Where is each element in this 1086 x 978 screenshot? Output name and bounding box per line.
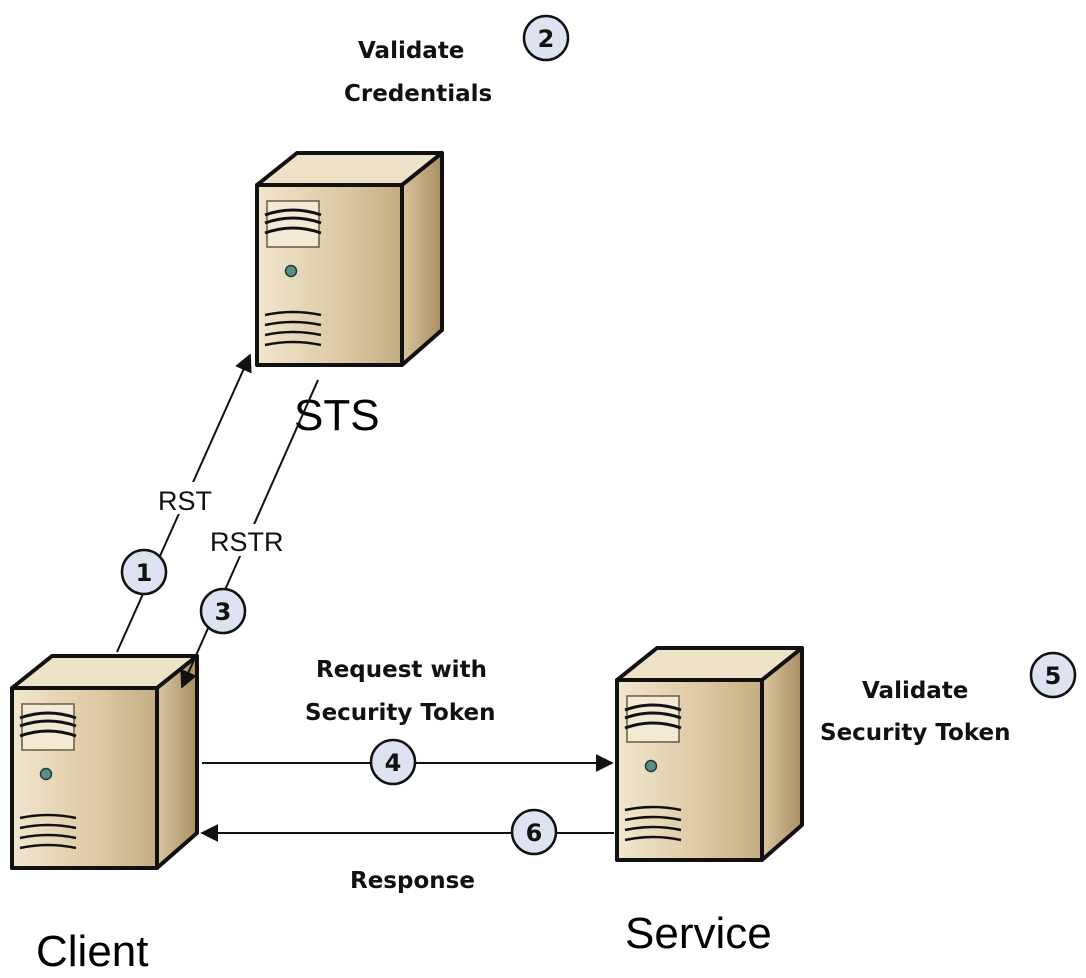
sts-server-icon xyxy=(255,151,444,367)
step-6-badge: 6 xyxy=(510,808,558,856)
step-3-badge: 3 xyxy=(199,587,247,635)
step-5-badge: 5 xyxy=(1029,651,1077,699)
step-6-number: 6 xyxy=(526,819,543,847)
rst-label: RST xyxy=(158,486,212,516)
validate-token-line2: Security Token xyxy=(820,720,1010,746)
validate-token-line1: Validate xyxy=(862,678,968,704)
step-1-number: 1 xyxy=(136,559,153,587)
step-4-badge: 4 xyxy=(369,738,417,786)
service-server-icon xyxy=(615,646,804,862)
step-4-number: 4 xyxy=(385,749,402,777)
validate-credentials-line2: Credentials xyxy=(344,81,492,107)
client-server-icon xyxy=(10,654,199,870)
step-3-number: 3 xyxy=(215,598,232,626)
service-label: Service xyxy=(625,909,772,958)
step-5-number: 5 xyxy=(1045,662,1062,690)
client-label: Client xyxy=(36,927,149,976)
step-2-number: 2 xyxy=(538,25,555,53)
step-2-badge: 2 xyxy=(522,14,570,62)
sts-label: STS xyxy=(294,391,380,440)
request-line1: Request with xyxy=(316,657,487,683)
response-label: Response xyxy=(350,868,475,894)
request-line2: Security Token xyxy=(305,700,495,726)
rstr-label-bg xyxy=(206,524,294,556)
rst-label-bg xyxy=(150,482,214,514)
rstr-label: RSTR xyxy=(210,527,284,557)
validate-credentials-line1: Validate xyxy=(358,38,464,64)
step-1-badge: 1 xyxy=(120,548,168,596)
